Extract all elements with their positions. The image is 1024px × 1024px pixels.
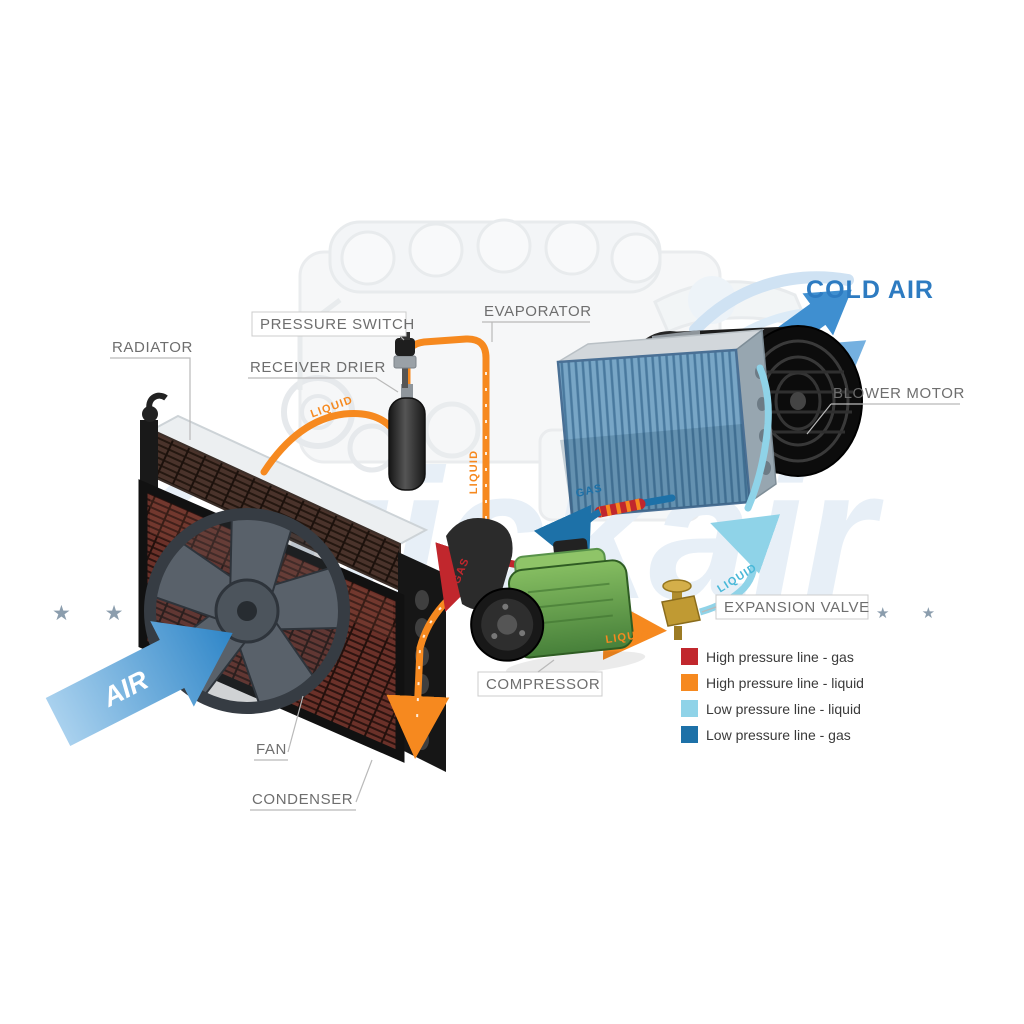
legend-label-hp-liquid: High pressure line - liquid: [706, 675, 864, 691]
legend-label-lp-gas: Low pressure line - gas: [706, 727, 851, 743]
evaporator-label: EVAPORATOR: [484, 303, 592, 320]
legend-swatch-lp-liquid: [681, 700, 698, 717]
pipe-label-liquid-vertical: LIQUID: [468, 450, 480, 494]
air-arrow: AIR: [45, 621, 233, 747]
engine-bracket: [446, 518, 513, 610]
fan-label: FAN: [256, 741, 287, 758]
expansion-valve-graphic: [661, 579, 701, 640]
low-pressure-liquid-riser: [744, 364, 772, 512]
legend-label-lp-liquid: Low pressure line - liquid: [706, 701, 861, 717]
radiator-label: RADIATOR: [112, 339, 193, 356]
legend-label-hp-gas: High pressure line - gas: [706, 649, 854, 665]
expansion-valve-label-box: [715, 594, 869, 620]
cold-air-label: COLD AIR: [806, 276, 934, 304]
pressure-switch-label-box: [251, 311, 407, 337]
compressor-label: COMPRESSOR: [486, 676, 600, 693]
pressure-switch-label: PRESSURE SWITCH: [260, 316, 415, 333]
expansion-valve-label: EXPANSION VALVE: [724, 599, 870, 616]
evaporator-graphic: [556, 328, 777, 519]
legend-swatch-hp-gas: [681, 648, 698, 665]
receiver-drier-label: RECEIVER DRIER: [250, 359, 386, 376]
legend-swatch-hp-liquid: [681, 674, 698, 691]
watermark-stars-right-dark: ★ ★: [876, 605, 949, 622]
receiver-drier-graphic: [388, 384, 426, 491]
legend-swatch-lp-gas: [681, 726, 698, 743]
blower-motor-label: BLOWER MOTOR: [833, 385, 965, 402]
legend: High pressure line - gas High pressure l…: [681, 648, 864, 743]
component-callouts: RADIATOR PRESSURE SWITCH RECEIVER DRIER …: [110, 303, 965, 811]
radiator-graphic: [140, 392, 429, 592]
compressor-label-box: [477, 671, 603, 697]
condenser-label: CONDENSER: [252, 791, 353, 808]
